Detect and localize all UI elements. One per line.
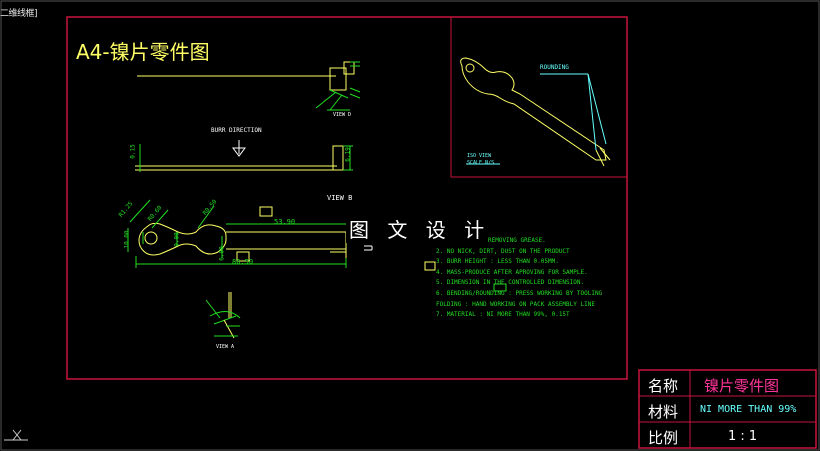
iso-view-label: ISO VIEW xyxy=(467,153,492,159)
title-block-lines xyxy=(638,369,817,449)
dim-width-9: 9.00 xyxy=(173,232,181,247)
dim-width-6: 6.00 xyxy=(218,246,226,261)
view-b-drawing xyxy=(135,140,353,172)
note-line: 5. DIMENSION IN THE CONTROLLED DIMENSION… xyxy=(436,279,585,287)
controlled-dim-marker xyxy=(493,283,507,292)
note-line: 6. BENDING/ROUNDING : PRESS WORKING BY T… xyxy=(436,289,603,297)
note-line: REMOVING GREASE. xyxy=(488,237,546,244)
iso-view-drawing xyxy=(460,57,611,167)
title-block-scale-label: 比例 xyxy=(648,429,679,447)
title-block-material-label: 材料 xyxy=(648,403,679,421)
title-block-name-value: 镍片零件图 xyxy=(704,377,780,395)
dim-height: 6.19 xyxy=(344,147,352,162)
notes-block: REMOVING GREASE. 2. NO NICK, DIRT, DUST … xyxy=(436,236,602,321)
title-block-material-value: NI MORE THAN 99% xyxy=(700,404,797,415)
note-line: 7. MATERIAL : NI MORE THAN 99%, 0.15T xyxy=(436,311,570,319)
view-a-drawing xyxy=(205,292,241,339)
title-block-name-label: 名称 xyxy=(648,377,679,395)
watermark: 图 文 设 计 xyxy=(346,214,494,243)
view-d-drawing xyxy=(137,61,361,111)
dim-thickness: 0.15 xyxy=(129,144,137,159)
dim-total-length: 86.50 xyxy=(232,258,254,266)
title-block-scale-value: 1 : 1 xyxy=(728,429,758,444)
dim-length-top: 53.90 xyxy=(274,218,296,226)
view-b-label: VIEW B xyxy=(327,194,353,202)
part-front-view xyxy=(127,199,373,268)
note-line: FOLDING : HAND WORKING ON PACK ASSEMBLY … xyxy=(436,300,595,308)
view-d-label: VIEW D xyxy=(333,112,352,118)
dim-width-10: 10.00 xyxy=(123,230,131,249)
note-line: 4. MASS-PRODUCE AFTER APROVING FOR SAMPL… xyxy=(436,268,588,276)
viewport-label[interactable]: 二维线框] xyxy=(0,9,38,19)
note-line: 3. BURR HEIGHT : LESS THAN 0.05MM. xyxy=(436,258,559,266)
note-line: 2. NO NICK, DIRT, DUST ON THE PRODUCT xyxy=(436,247,570,255)
ucs-icon xyxy=(4,429,28,441)
iso-scale-label: SCALE N/S xyxy=(467,160,495,166)
rounding-label: ROUNDING xyxy=(540,64,569,71)
burr-note-marker xyxy=(424,261,436,271)
burr-direction-label: BURR DIRECTION xyxy=(211,127,262,134)
sheet-border xyxy=(66,16,628,380)
view-a-label: VIEW A xyxy=(216,344,235,350)
sheet-title: A4-镍片零件图 xyxy=(76,40,210,64)
